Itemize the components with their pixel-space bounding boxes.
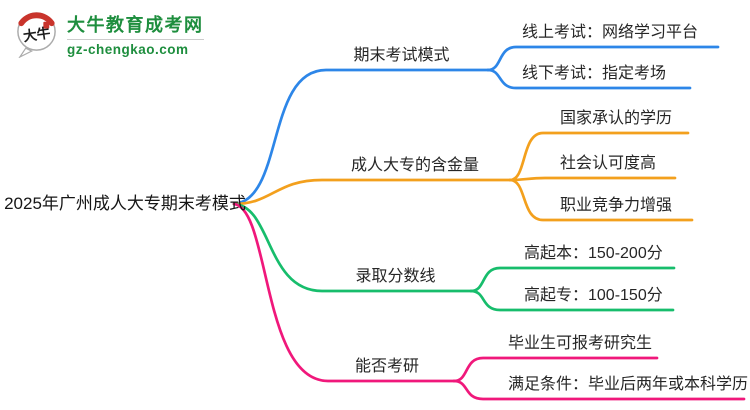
logo-divider — [67, 38, 204, 40]
root-topic: 2025年广州成人大专期末考模式 — [4, 194, 246, 213]
leaf-topic-can-apply-postgrad: 毕业生可报考研究生 — [508, 335, 653, 352]
branch-1-child-2-line — [486, 68, 692, 90]
leaf-topic-online-exam: 线上考试：网络学习平台 — [522, 24, 699, 41]
branch-topic-value: 成人大专的含金量 — [350, 157, 479, 174]
branch-2-child-3-line — [508, 178, 694, 222]
branch-3-trunk-line — [232, 202, 473, 293]
leaf-topic-social-recognition: 社会认可度高 — [560, 155, 657, 172]
logo-url: gz-chengkao.com — [67, 41, 189, 57]
branch-3-child-2-line — [469, 289, 675, 312]
branch-2-child-2-line — [508, 176, 677, 182]
logo-title: 大牛教育成考网 — [67, 14, 204, 35]
branch-1-trunk-line — [232, 68, 490, 206]
branch-2-child-1-line — [508, 131, 690, 182]
branch-2-trunk-line — [232, 178, 512, 206]
leaf-topic-offline-exam: 线下考试：指定考场 — [522, 65, 667, 82]
branch-topic-score-line: 录取分数线 — [355, 268, 436, 285]
leaf-topic-score-zhuanke: 高起专：100-150分 — [524, 287, 663, 304]
logo-bubble-text: 大牛 — [22, 24, 52, 44]
leaf-topic-career-competitiveness: 职业竞争力增强 — [560, 197, 673, 214]
branch-topic-exam-mode: 期末考试模式 — [353, 47, 450, 64]
leaf-topic-score-benke: 高起本：150-200分 — [524, 245, 663, 262]
site-logo[interactable]: 大牛 大牛教育成考网 gz-chengkao.com — [13, 9, 204, 58]
leaf-topic-state-recognized: 国家承认的学历 — [560, 110, 673, 127]
leaf-topic-postgrad-condition: 满足条件：毕业后两年或本科学历 — [508, 376, 749, 393]
branch-4-child-2-line — [452, 379, 746, 401]
branch-topic-postgrad: 能否考研 — [354, 358, 419, 375]
logo-bubble-icon: 大牛 — [17, 12, 56, 58]
branch-4-trunk-line — [232, 202, 456, 383]
